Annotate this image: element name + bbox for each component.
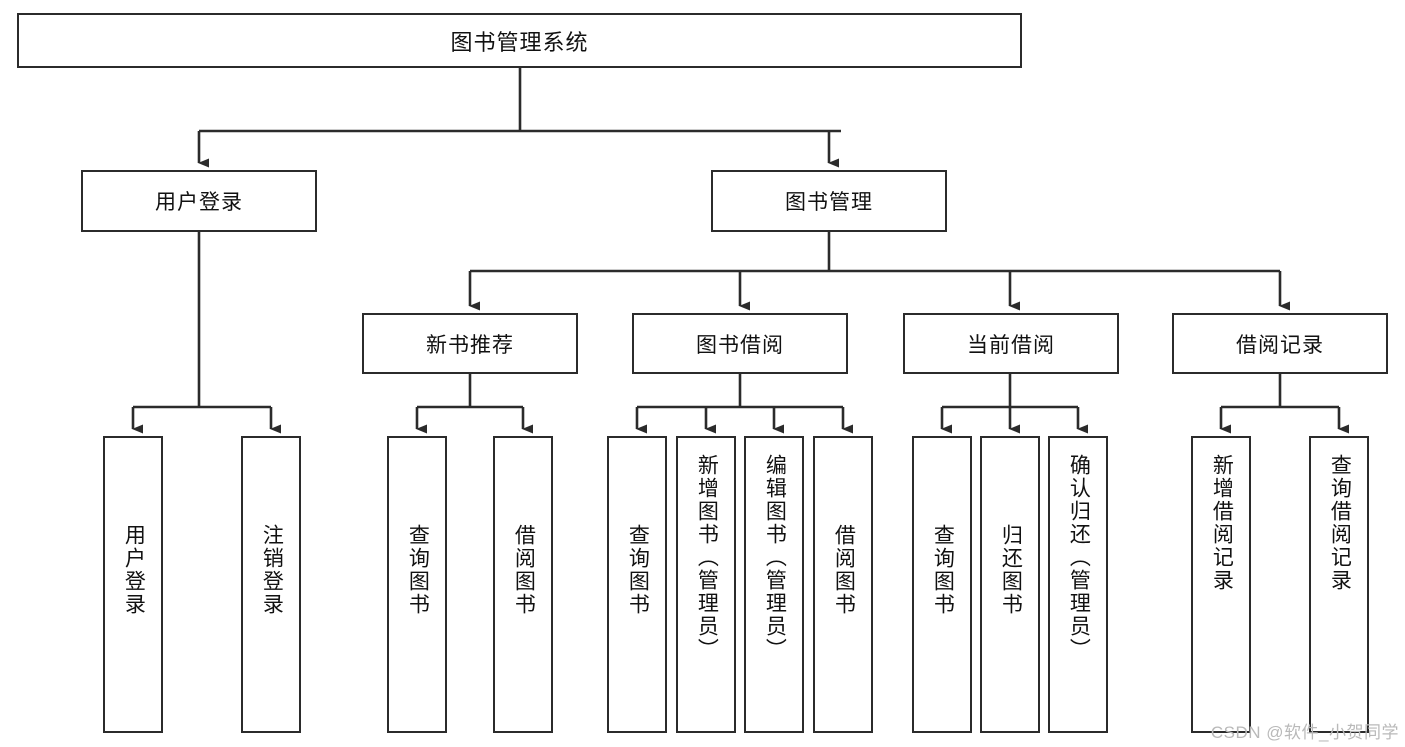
node-book-management[interactable]: 图书管理 <box>711 170 947 232</box>
node-label: 图书管理 <box>785 191 873 214</box>
leaf-label: 确认归还（管理员） <box>1067 454 1091 661</box>
leaf-label: 查询图书 <box>406 524 430 616</box>
node-book-borrow[interactable]: 图书借阅 <box>632 313 848 374</box>
node-label: 借阅记录 <box>1236 333 1324 357</box>
leaf-label: 借阅图书 <box>832 524 856 616</box>
leaf-current-confirm-return-admin[interactable]: 确认归还（管理员） <box>1048 436 1108 733</box>
node-label: 当前借阅 <box>967 333 1055 357</box>
leaf-label: 新增图书（管理员） <box>695 454 719 661</box>
leaf-borrow-edit-book-admin[interactable]: 编辑图书（管理员） <box>744 436 804 733</box>
leaf-recommend-borrow-book[interactable]: 借阅图书 <box>493 436 553 733</box>
leaf-record-query-borrow-record[interactable]: 查询借阅记录 <box>1309 436 1369 733</box>
leaf-label: 借阅图书 <box>512 524 536 616</box>
watermark: CSDN @软件_小贺同学 <box>1210 723 1399 742</box>
leaf-label: 新增借阅记录 <box>1210 454 1234 592</box>
node-user-login[interactable]: 用户登录 <box>81 170 317 232</box>
leaf-label: 用户登录 <box>122 524 146 616</box>
leaf-borrow-query-book[interactable]: 查询图书 <box>607 436 667 733</box>
leaf-label: 注销登录 <box>260 524 284 616</box>
node-label: 用户登录 <box>155 191 243 214</box>
leaf-user-login-signout[interactable]: 注销登录 <box>241 436 301 733</box>
node-current-borrow[interactable]: 当前借阅 <box>903 313 1119 374</box>
leaf-label: 查询借阅记录 <box>1328 454 1352 592</box>
node-label: 图书管理系统 <box>450 29 589 55</box>
leaf-user-login-signin[interactable]: 用户登录 <box>103 436 163 733</box>
node-new-book-recommend[interactable]: 新书推荐 <box>362 313 578 374</box>
leaf-label: 查询图书 <box>626 524 650 616</box>
leaf-current-return-book[interactable]: 归还图书 <box>980 436 1040 733</box>
leaf-current-query-book[interactable]: 查询图书 <box>912 436 972 733</box>
node-book-management-system[interactable]: 图书管理系统 <box>17 13 1022 68</box>
node-borrow-record[interactable]: 借阅记录 <box>1172 313 1388 374</box>
leaf-borrow-borrow-book[interactable]: 借阅图书 <box>813 436 873 733</box>
node-label: 图书借阅 <box>696 333 784 357</box>
leaf-label: 查询图书 <box>931 524 955 616</box>
leaf-record-add-borrow-record[interactable]: 新增借阅记录 <box>1191 436 1251 733</box>
leaf-recommend-query-book[interactable]: 查询图书 <box>387 436 447 733</box>
node-label: 新书推荐 <box>426 333 514 357</box>
leaf-label: 编辑图书（管理员） <box>763 454 787 661</box>
leaf-borrow-add-book-admin[interactable]: 新增图书（管理员） <box>676 436 736 733</box>
leaf-label: 归还图书 <box>999 524 1023 616</box>
